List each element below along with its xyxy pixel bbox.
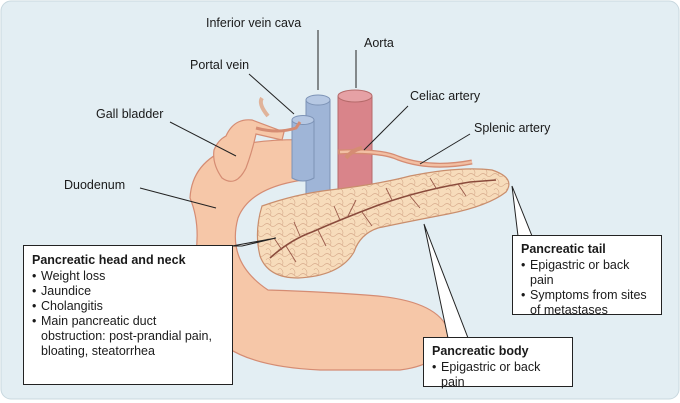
pointer-lines: [139, 30, 471, 209]
label-inferior-vein-cava: Inferior vein cava: [206, 16, 302, 30]
list-item: Main pancreatic duct obstruction: post-p…: [32, 314, 224, 359]
label-duodenum: Duodenum: [64, 178, 126, 192]
callout-pancreatic-body: Pancreatic body Epigastric or back pain: [423, 337, 573, 390]
callout-pancreatic-tail: Pancreatic tail Epigastric or back pain …: [512, 235, 662, 318]
pancreas: [256, 168, 510, 279]
callout-pancreatic-head-and-neck: Pancreatic head and neck Weight loss Jau…: [23, 245, 233, 385]
pancreatic-duct: [269, 179, 497, 259]
list-item: Symptoms from sites of metastases: [521, 288, 653, 318]
label-portal-vein: Portal vein: [190, 58, 250, 72]
celiac-artery: [344, 146, 363, 160]
label-celiac-artery: Celiac artery: [410, 89, 481, 103]
list-item: Epigastric or back pain: [521, 258, 653, 288]
pancreatic-vessels: [273, 177, 467, 263]
bile-duct: [255, 121, 302, 133]
gall-bladder: [213, 119, 285, 182]
list-item: Jaundice: [32, 284, 224, 299]
list-item: Epigastric or back pain: [432, 360, 564, 390]
list-item: Cholangitis: [32, 299, 224, 314]
label-splenic-artery: Splenic artery: [474, 121, 551, 135]
callout-head-title: Pancreatic head and neck: [32, 253, 186, 267]
label-aorta: Aorta: [364, 36, 394, 50]
callout-body-list: Epigastric or back pain: [432, 360, 564, 390]
list-item: Weight loss: [32, 269, 224, 284]
cystic-duct: [258, 96, 270, 118]
portal-vein: [291, 119, 315, 182]
callout-tail-list: Epigastric or back pain Symptoms from si…: [521, 258, 653, 318]
callout-head-list: Weight loss Jaundice Cholangitis Main pa…: [32, 269, 224, 359]
callout-body-title: Pancreatic body: [432, 344, 529, 358]
label-gall-bladder: Gall bladder: [96, 107, 164, 121]
callout-tail-title: Pancreatic tail: [521, 242, 606, 256]
